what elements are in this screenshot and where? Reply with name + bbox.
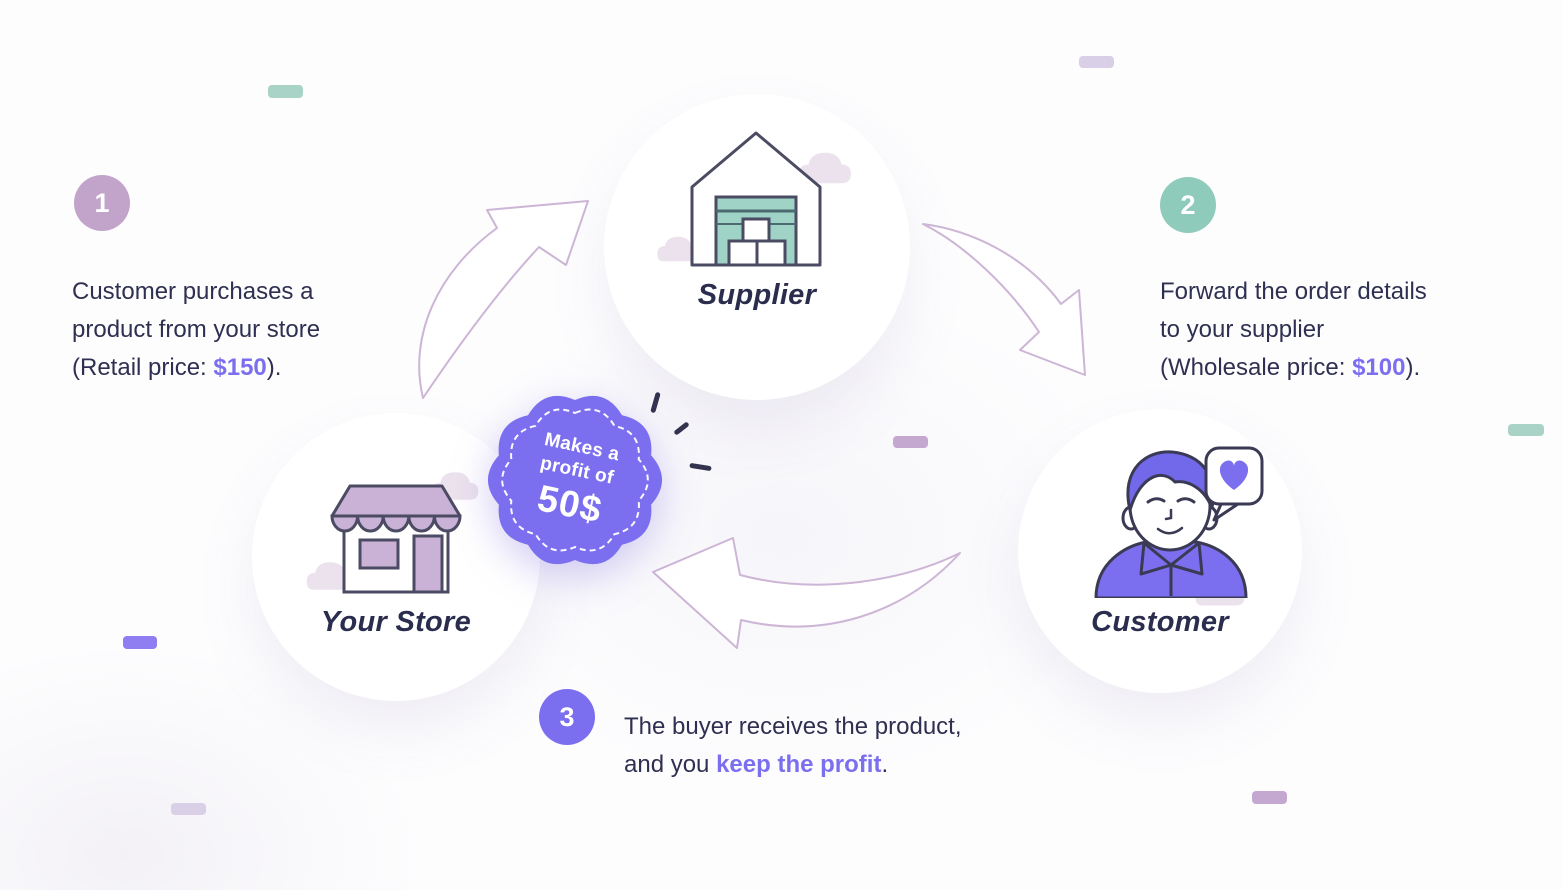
- decor-pill-purple: [123, 636, 157, 649]
- storefront-icon: [330, 484, 462, 594]
- profit-badge-dashed-ring: [501, 408, 649, 552]
- step-3-badge: 3: [539, 689, 595, 745]
- arrow-customer-to-store: [652, 537, 961, 649]
- right-eye: [1176, 497, 1196, 504]
- decor-pill-teal: [268, 85, 303, 98]
- collar-right: [1169, 541, 1204, 576]
- heart-icon: [1219, 460, 1249, 490]
- arrow-store-to-supplier: [418, 200, 589, 399]
- step-2-badge: 2: [1160, 177, 1216, 233]
- keep-the-profit-highlight: keep the profit: [716, 751, 882, 778]
- retail-price-value: $150: [213, 354, 267, 381]
- step-1-badge: 1: [74, 175, 130, 231]
- nose: [1164, 508, 1173, 521]
- customer-label: Customer: [1091, 606, 1229, 638]
- cloud-decor: [306, 562, 354, 590]
- decor-pill-lavender: [1079, 56, 1114, 68]
- decor-pill-mauve: [893, 436, 928, 448]
- smile: [1156, 526, 1184, 535]
- left-eye: [1146, 497, 1166, 504]
- store-label: Your Store: [320, 606, 472, 638]
- supplier-label: Supplier: [697, 279, 817, 311]
- cloud-decor: [657, 236, 699, 262]
- decor-pill-mauve: [1252, 791, 1287, 804]
- warehouse-icon: [690, 131, 822, 267]
- decor-pill-lavender: [171, 803, 206, 815]
- wholesale-price-value: $100: [1352, 354, 1406, 381]
- decor-pill-teal: [1508, 424, 1544, 436]
- emphasis-dash: [689, 462, 712, 472]
- step-2-text: Forward the order details to your suppli…: [1160, 278, 1427, 381]
- profit-badge-text: Makes a profit of 50$: [533, 429, 622, 531]
- step-1-text: Customer purchases a product from your s…: [72, 278, 321, 381]
- profit-badge: Makes a profit of 50$: [487, 392, 663, 568]
- step-3-text: The buyer receives the product, and you …: [624, 713, 962, 778]
- profit-badge-shape: [487, 395, 663, 565]
- arrow-supplier-to-customer: [922, 223, 1086, 376]
- cloud-decor: [799, 152, 851, 184]
- customer-icon: [1094, 446, 1264, 598]
- collar-left: [1139, 541, 1173, 576]
